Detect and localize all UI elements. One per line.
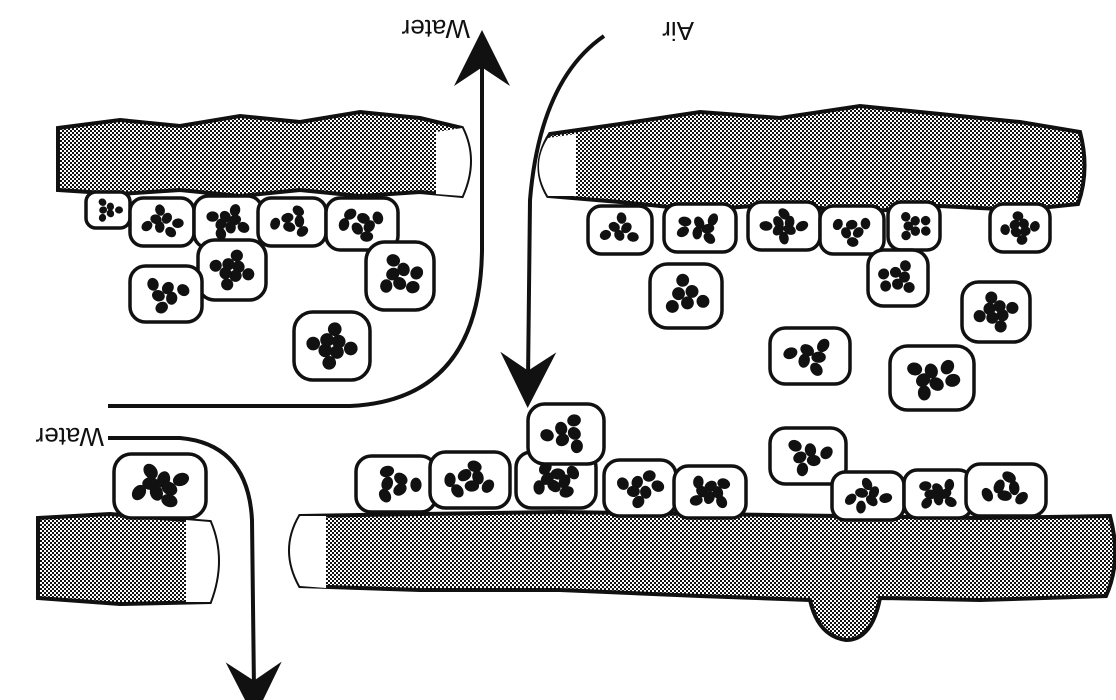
- cell: [664, 204, 736, 252]
- cell: [114, 454, 206, 518]
- cell: [366, 242, 434, 310]
- cell: [868, 250, 928, 306]
- cell: [258, 198, 326, 246]
- label-water-left: Water: [35, 422, 104, 452]
- cell: [990, 204, 1050, 252]
- cell: [604, 460, 676, 516]
- cell: [770, 328, 850, 384]
- cell: [962, 282, 1030, 342]
- cell: [820, 206, 884, 254]
- cell: [528, 404, 604, 464]
- cell: [198, 240, 266, 300]
- cell-nucleus: [115, 206, 123, 213]
- cell: [86, 192, 130, 228]
- cell: [130, 266, 202, 322]
- label-air: Air: [662, 16, 694, 46]
- block-upper-right: [539, 106, 1085, 212]
- cell: [588, 206, 652, 254]
- cell-nucleus: [360, 231, 373, 241]
- cell: [966, 464, 1046, 516]
- block-lower-right: [290, 512, 1115, 640]
- cell: [832, 472, 904, 520]
- cell-nucleus: [206, 211, 218, 221]
- cell: [674, 466, 746, 518]
- block-upper-left: [58, 112, 470, 196]
- cell: [650, 264, 722, 328]
- cell-nucleus: [295, 215, 305, 227]
- cell: [430, 452, 510, 508]
- cell-group: [86, 192, 1050, 520]
- cell: [130, 198, 194, 246]
- block-lower-left: [38, 514, 218, 604]
- cell: [294, 312, 370, 380]
- cell: [890, 346, 974, 410]
- cell: [904, 470, 972, 518]
- cell: [356, 456, 436, 512]
- label-water-top: Water: [401, 14, 470, 44]
- cell: [748, 202, 820, 250]
- cell: [888, 202, 940, 250]
